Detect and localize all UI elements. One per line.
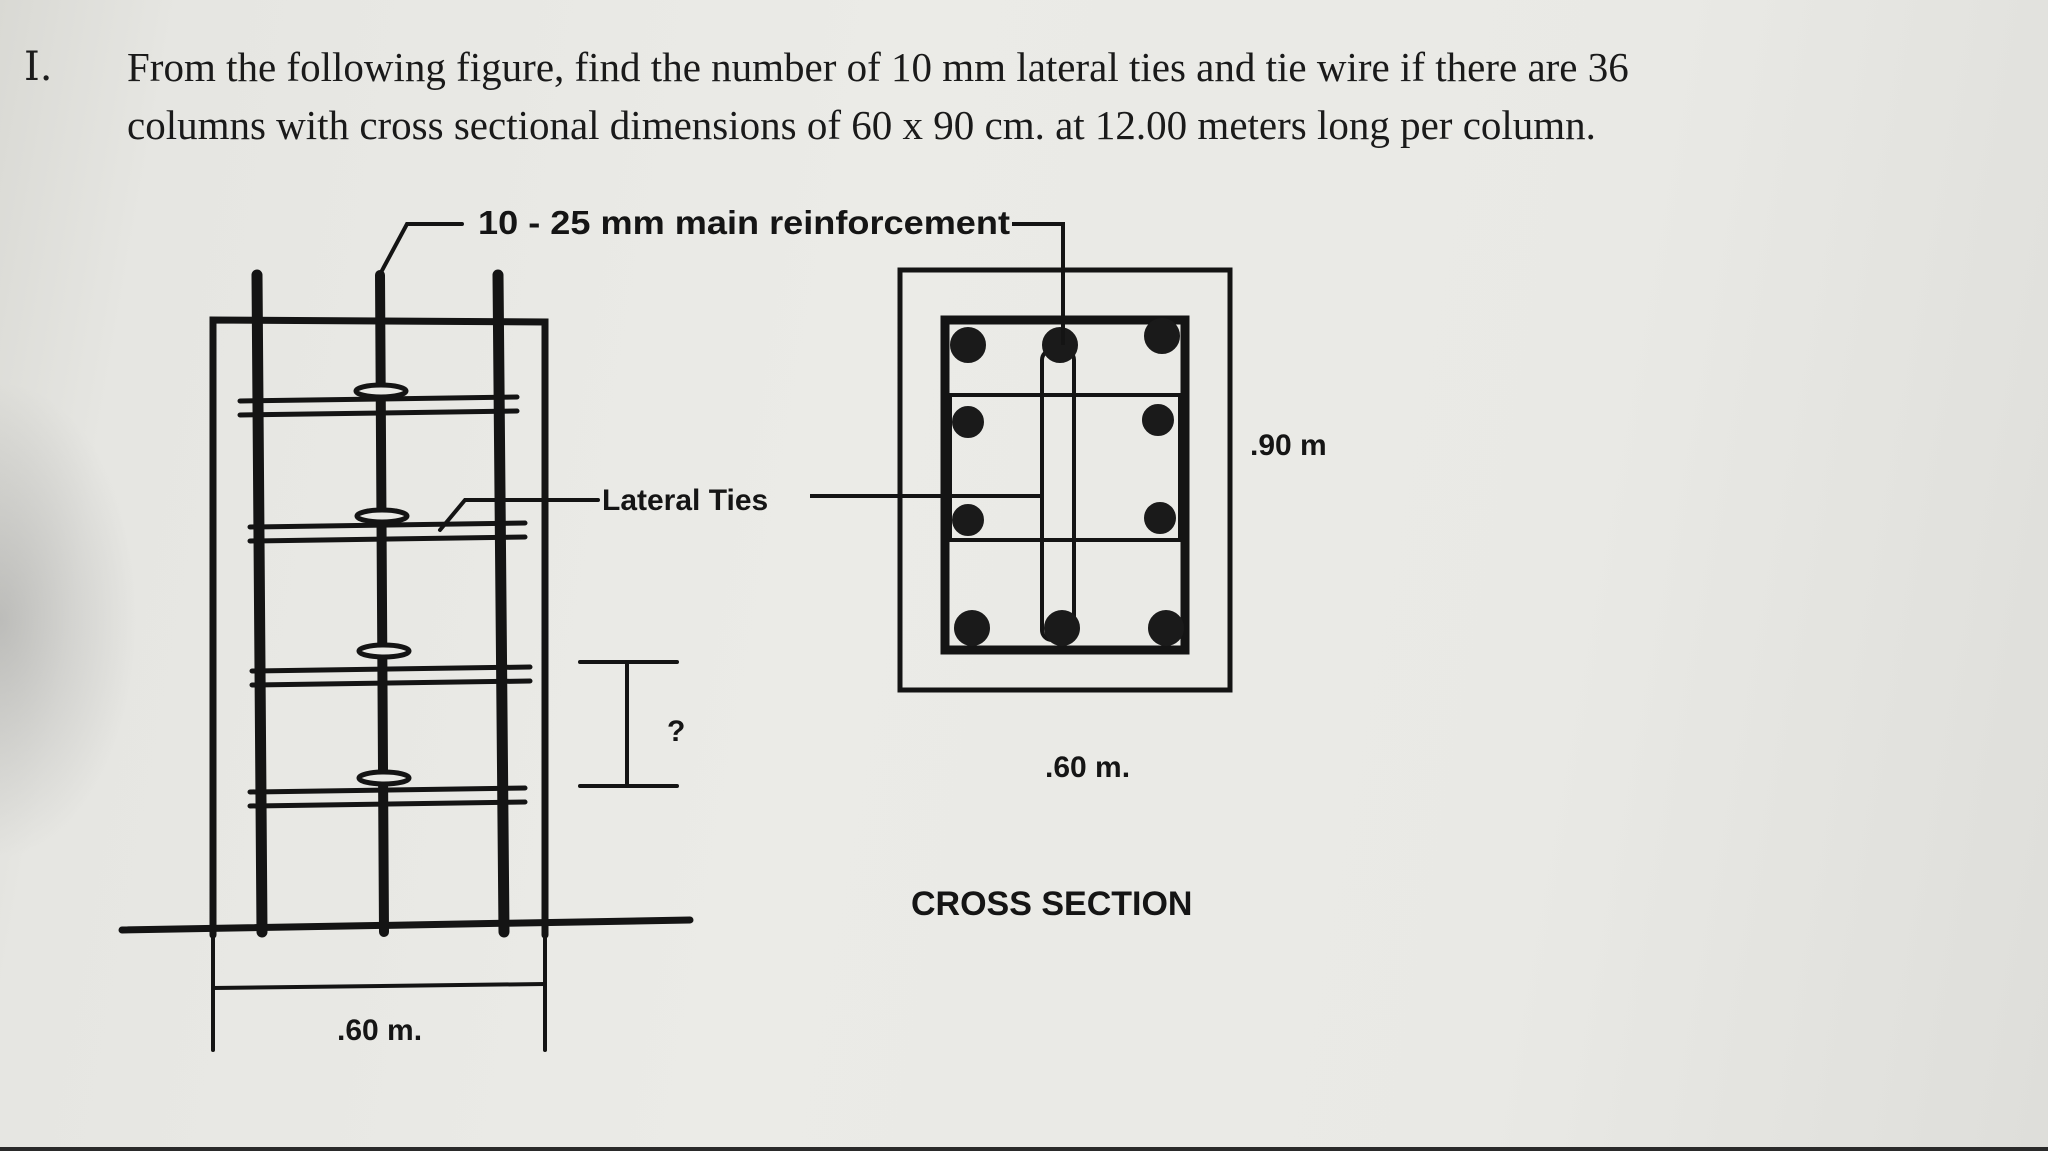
section-bar-8 [954,610,990,646]
section-bar-7 [1144,502,1176,534]
question-line-1: From the following figure, find the numb… [127,44,1629,90]
section-bar-3 [1144,318,1180,354]
lateral-ties-leader-elevation [438,498,600,532]
main-reinforcement-leader-section [1012,222,1065,345]
ground-line [118,916,694,934]
section-width-label: .60 m. [1045,751,1130,784]
tie-wire-knot-2 [354,507,410,525]
tie-wire-knot-3 [356,642,412,660]
section-bar-4 [952,406,984,438]
section-bar-1 [950,327,986,363]
main-reinforcement-leader [376,222,464,280]
cross-section [810,222,1233,693]
question-line-2: columns with cross sectional dimensions … [127,102,1596,148]
column-elevation [118,222,694,1052]
section-height-label: .90 m [1250,429,1327,462]
elevation-width-label: .60 m. [337,1014,422,1047]
section-bar-10 [1148,610,1184,646]
tie-wire-knots [353,382,412,787]
tie-4-top [247,785,528,795]
section-bar-6 [952,504,984,536]
tie-3-bottom [249,678,533,688]
page-shadow [0,380,140,860]
tie-2-bottom [247,534,528,544]
tie-2-top [247,520,528,530]
section-bar-2 [1042,327,1078,363]
cross-section-title: CROSS SECTION [911,885,1192,923]
tie-4-bottom [247,799,528,809]
main-bar-left [251,269,268,938]
main-bar-right [492,269,510,938]
elevation-width-dim-line [211,982,547,990]
spacing-label: ? [667,715,685,748]
spacing-dimension [578,660,679,788]
section-inner-tie [948,393,1182,542]
section-main-bars [950,318,1184,646]
section-outer-tie [940,315,1190,655]
section-bar-5 [1142,404,1174,436]
tie-wire-knot-4 [356,769,412,787]
tie-3-top [249,664,533,674]
tie-wire-knot-1 [353,382,409,400]
lateral-ties-label: Lateral Ties [602,484,768,517]
bottom-edge [0,1147,2048,1151]
question-text: From the following figure, find the numb… [127,38,1887,154]
elevation-width-dimension [211,933,547,1052]
main-reinforcement-label: 10 - 25 mm main reinforcement [478,204,1010,241]
question-number: I. [24,44,53,90]
main-bar-middle [375,270,389,937]
tie-1-bottom [237,408,520,418]
section-bar-9 [1044,610,1080,646]
